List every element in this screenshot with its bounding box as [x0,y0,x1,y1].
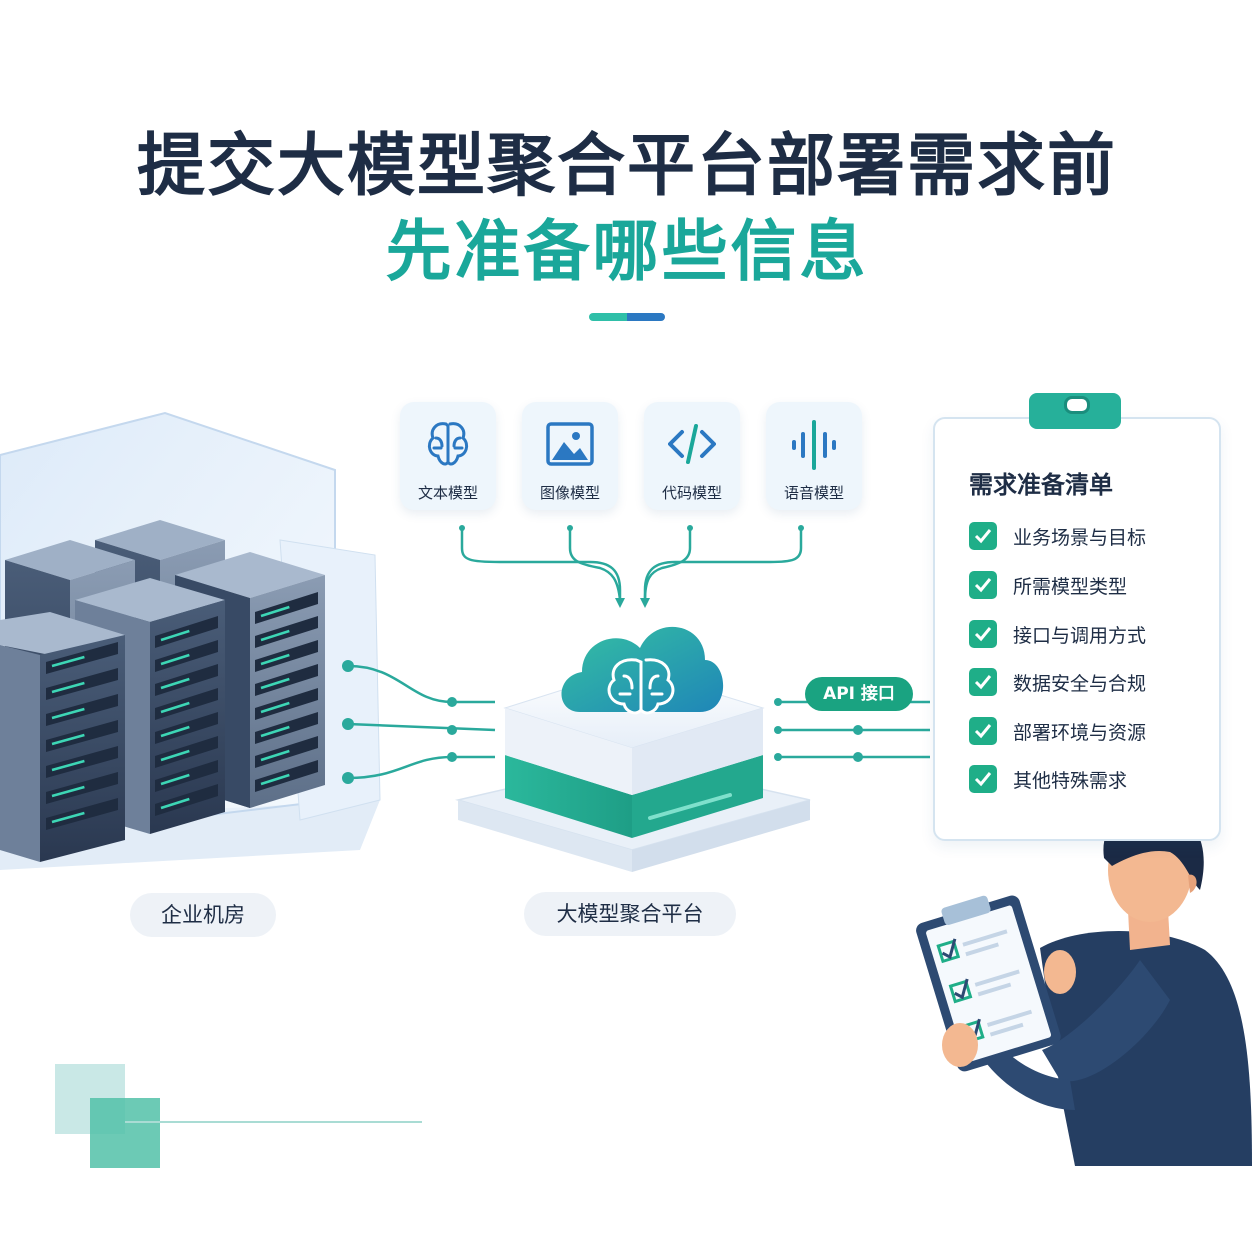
checklist-item-label: 所需模型类型 [1013,576,1128,598]
rack-led [160,725,190,738]
rack-led [260,725,290,738]
decorative-squares [55,1064,422,1168]
rack-led [260,701,290,714]
checkbox-checked-icon[interactable] [969,765,997,793]
datacenter-illustration [0,411,381,870]
api-connector-dots [774,698,863,762]
rack-led [51,733,85,746]
rack-led [260,749,290,762]
connector-arrows [459,525,804,608]
rack-led [260,653,290,666]
rack-led [51,681,85,694]
rack-led [160,749,190,762]
server-rack [0,612,125,862]
rack-led [260,605,290,618]
platform-label: 大模型聚合平台 [524,892,736,936]
code-icon [668,424,716,464]
checkbox-checked-icon[interactable] [969,717,997,745]
checklist-item-label: 部署环境与资源 [1013,722,1147,744]
checkbox-checked-icon[interactable] [969,668,997,696]
person-illustration [916,808,1252,1166]
model-label-code: 代码模型 [661,484,722,502]
rack-led [160,701,190,714]
checkbox-checked-icon[interactable] [969,571,997,599]
rack-led [160,629,190,642]
datacenter-label: 企业机房 [130,893,276,937]
model-card-code[interactable]: 代码模型 [644,402,740,510]
rack-led [160,677,190,690]
cloud-brain-icon [561,626,724,715]
checklist-item-label: 其他特殊需求 [1013,770,1128,792]
rack-led [160,797,190,810]
model-label-text: 文本模型 [417,484,478,502]
checklist-item-label: 业务场景与目标 [1013,527,1147,549]
rack-led [160,773,190,786]
audio-wave-icon [792,420,836,470]
model-label-image: 图像模型 [539,484,600,502]
rack-led [51,759,85,772]
rack-led [160,653,190,666]
clipboard-clip-hole [1064,396,1090,414]
rack-led [51,785,85,798]
model-card-voice[interactable]: 语音模型 [766,402,862,510]
model-connectors [460,528,803,601]
model-card-text[interactable]: 文本模型 [400,402,496,510]
rack-led [51,707,85,720]
rack-led [260,773,290,786]
page-title-line1: 提交大模型聚合平台部署需求前 [136,127,1117,206]
checkbox-checked-icon[interactable] [969,522,997,550]
page-title-line2: 先准备哪些信息 [385,213,869,290]
model-card-image[interactable]: 图像模型 [522,402,618,510]
rack-led [51,811,85,824]
checkbox-checked-icon[interactable] [969,620,997,648]
api-label: API 接口 [805,677,913,711]
checklist-item-label: 数据安全与合规 [1013,673,1147,695]
checklist-item-label: 接口与调用方式 [1013,625,1147,647]
connector-dots [342,660,457,784]
checklist-title: 需求准备清单 [969,471,1113,499]
brain-icon [427,422,469,466]
rack-led [51,655,85,668]
rack-led [260,629,290,642]
model-label-voice: 语音模型 [783,484,844,502]
rack-led [260,677,290,690]
image-icon [546,422,594,466]
title-divider [589,313,665,321]
